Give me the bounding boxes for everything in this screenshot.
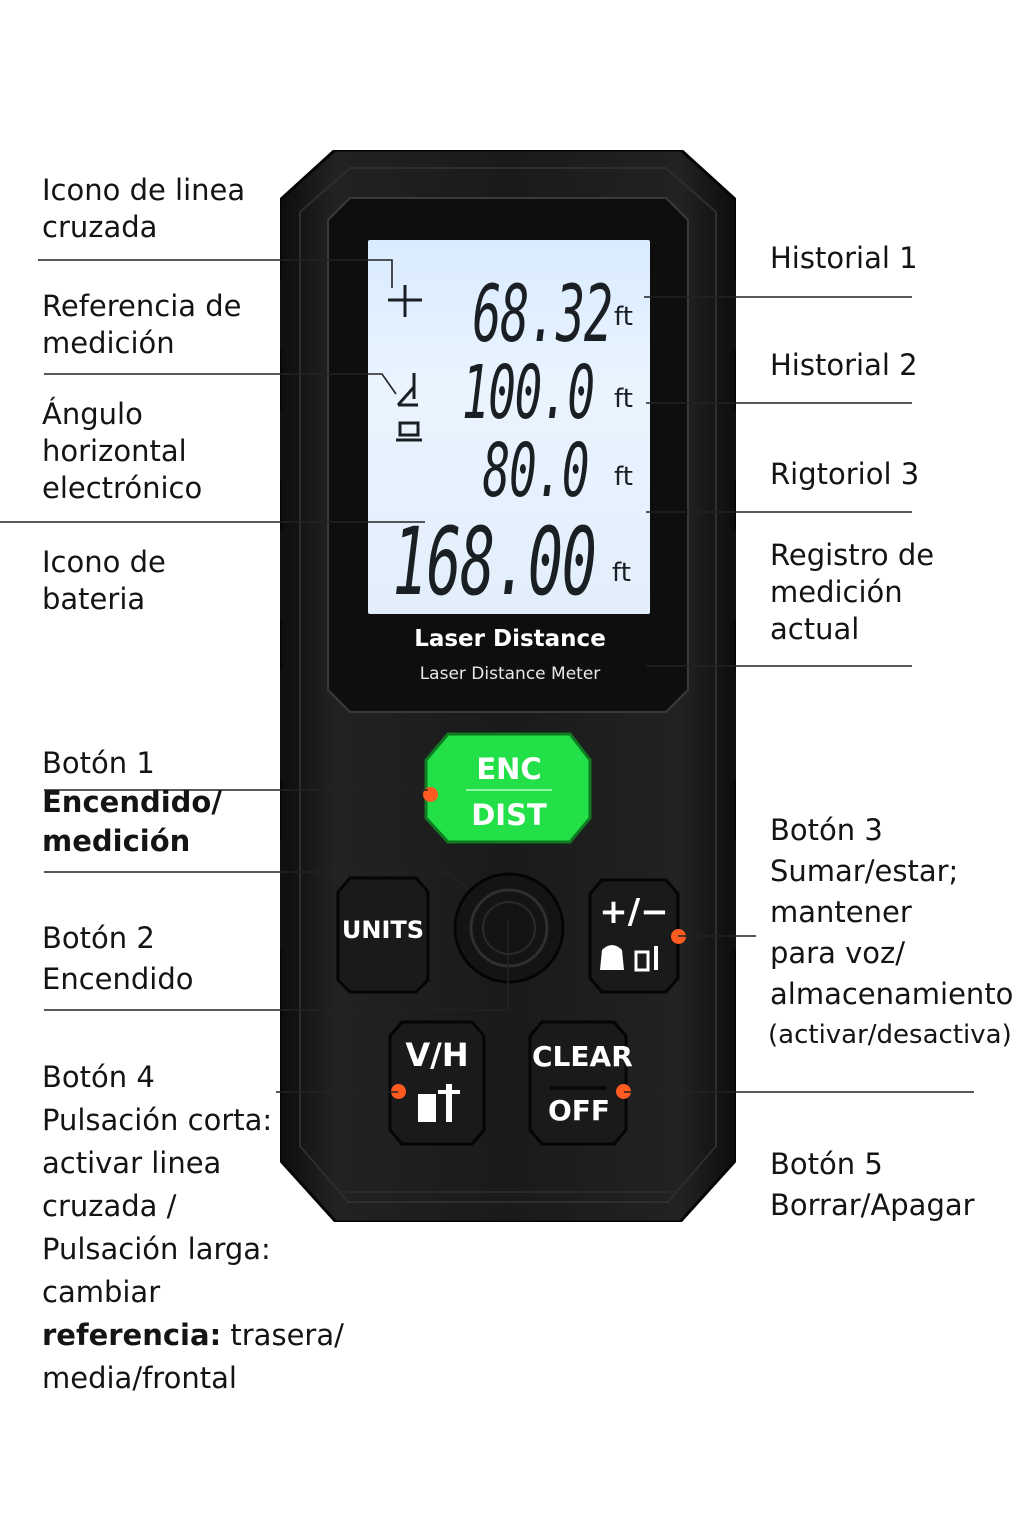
plus-minus-button[interactable]: +/− bbox=[599, 892, 669, 932]
label-history3: Rigtoriol 3 bbox=[770, 457, 920, 491]
lcd-status-icons bbox=[388, 285, 422, 442]
label-button1: Botón 1 Encendido/ medición bbox=[42, 746, 222, 858]
label-history1: Historial 1 bbox=[770, 241, 918, 275]
units-button[interactable]: UNITS bbox=[341, 916, 425, 944]
power-button-bottom-label[interactable]: DIST bbox=[471, 798, 547, 832]
device-model: Laser Distance Meter bbox=[419, 664, 601, 684]
label-history2: Historial 2 bbox=[770, 348, 918, 382]
lcd-unit-3: ft bbox=[614, 462, 633, 492]
lcd-history-1: 68.32 bbox=[472, 270, 614, 360]
lcd-unit-2: ft bbox=[614, 384, 633, 414]
lcd-history-3: 80.0 bbox=[482, 428, 589, 514]
clear-button[interactable]: CLEAR bbox=[532, 1040, 633, 1073]
lcd-current: 168.00 bbox=[392, 508, 597, 617]
label-button4: Botón 4 Pulsación corta: activar linea c… bbox=[42, 1060, 344, 1395]
vh-button[interactable]: V/H bbox=[405, 1036, 469, 1074]
lcd-screen bbox=[368, 240, 650, 614]
marker-dot-button4 bbox=[391, 1084, 406, 1099]
level-icon bbox=[418, 1084, 460, 1122]
power-button-top-label[interactable]: ENC bbox=[476, 752, 542, 786]
marker-dot-button5 bbox=[616, 1084, 631, 1099]
lcd-unit-current: ft bbox=[612, 558, 631, 588]
device-brand: Laser Distance bbox=[414, 626, 606, 652]
off-button[interactable]: OFF bbox=[547, 1094, 611, 1127]
voice-storage-icon bbox=[600, 945, 658, 972]
label-button3: Botón 3 Sumar/estar; mantener para voz/ … bbox=[768, 813, 1014, 1050]
lcd-history-2: 100.0 bbox=[462, 350, 595, 436]
lcd-unit-1: ft bbox=[614, 302, 633, 332]
